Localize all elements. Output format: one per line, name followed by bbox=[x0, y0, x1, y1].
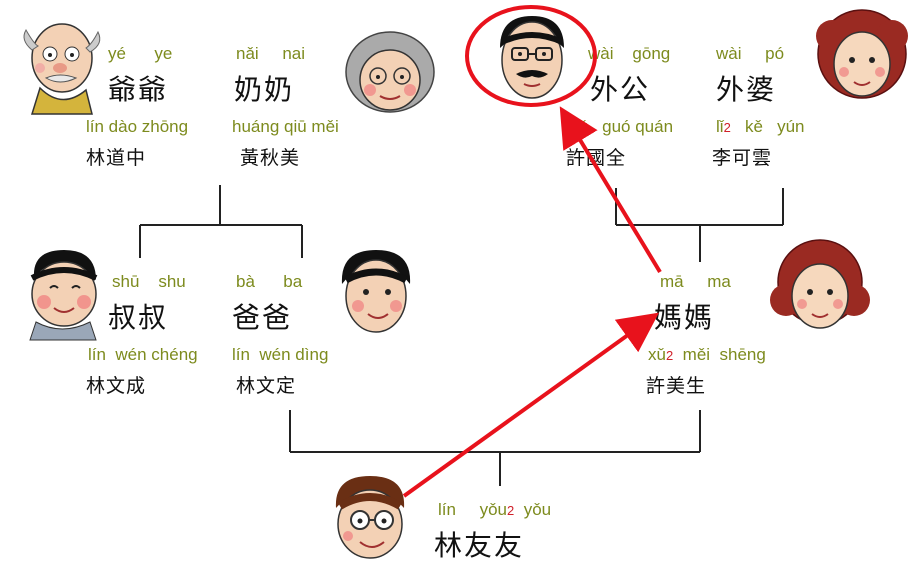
uncle-pinyin-2: shu bbox=[158, 272, 186, 291]
father-pinyin-1: bà bbox=[236, 272, 255, 291]
grandmother-title: 奶奶 bbox=[234, 73, 295, 106]
mother-title: 媽媽 bbox=[654, 301, 715, 334]
maternal-grandmother-name-pinyin-2: kě yún bbox=[744, 117, 805, 136]
mother-name-pinyin-2: měi shēng bbox=[682, 345, 766, 364]
grandfather-name-pinyin: lín dào zhōng bbox=[86, 117, 189, 136]
mother-name-tone: 2 bbox=[665, 348, 674, 363]
uncle-name-pinyin: lín wén chéng bbox=[88, 345, 198, 364]
father-face-icon bbox=[341, 250, 411, 333]
uncle-pinyin-1: shū bbox=[112, 272, 140, 291]
highlight-circle bbox=[465, 5, 597, 107]
child-face-icon bbox=[335, 476, 405, 559]
grandmother-pinyin-2: nai bbox=[282, 44, 305, 63]
maternal-grandfather-name-pinyin-2: guó quán bbox=[602, 117, 674, 136]
child-pinyin-tone: 2 bbox=[507, 503, 515, 518]
uncle-title: 叔叔 bbox=[108, 301, 169, 334]
grandfather-name: 林道中 bbox=[86, 147, 147, 169]
maternal-grandmother-name-tone: 2 bbox=[723, 120, 731, 135]
mother-name: 許美生 bbox=[646, 375, 707, 397]
maternal-grandfather-pinyin-2: gōng bbox=[632, 44, 671, 63]
uncle-name: 林文成 bbox=[86, 375, 147, 397]
maternal-grandmother-face-icon bbox=[816, 9, 908, 99]
maternal-grandmother-title: 外婆 bbox=[716, 73, 777, 106]
grandfather-title: 爺爺 bbox=[108, 73, 169, 106]
maternal-grandmother-pinyin-2: pó bbox=[765, 44, 785, 63]
maternal-grandmother-pinyin-1: wài bbox=[716, 44, 742, 63]
grandmother-face-icon bbox=[345, 31, 435, 113]
maternal-grandfather-name: 許國全 bbox=[566, 147, 627, 169]
father-title: 爸爸 bbox=[232, 301, 293, 334]
grandmother-pinyin-1: nǎi bbox=[236, 44, 259, 63]
father-name: 林文定 bbox=[236, 375, 297, 397]
maternal-grandmother-name-pinyin-1: lǐ bbox=[716, 117, 724, 136]
mother-face-icon bbox=[770, 239, 870, 329]
arrow-child-to-mother bbox=[402, 312, 659, 498]
uncle-face-icon bbox=[29, 250, 98, 341]
child-pinyin-2: yǒu bbox=[479, 500, 508, 519]
child-pinyin-1: lín bbox=[438, 500, 456, 519]
arrow-mother-to-maternal-grandfather bbox=[559, 106, 662, 274]
child-pinyin-3: yǒu bbox=[523, 500, 552, 519]
maternal-grandfather-face-icon bbox=[500, 16, 564, 99]
child-name: 林友友 bbox=[434, 529, 525, 562]
maternal-grandfather-title: 外公 bbox=[590, 73, 651, 106]
father-pinyin-2: ba bbox=[283, 272, 303, 291]
grandfather-pinyin-1: yé bbox=[108, 44, 126, 63]
father-name-pinyin: lín wén dìng bbox=[232, 345, 329, 364]
grandmother-name: 黃秋美 bbox=[240, 147, 301, 169]
grandfather-pinyin-2: ye bbox=[154, 44, 173, 63]
grandmother-name-pinyin: huáng qiū měi bbox=[232, 117, 339, 136]
maternal-grandmother-name: 李可雲 bbox=[712, 147, 773, 169]
mother-pinyin-1: mā bbox=[660, 272, 684, 291]
grandfather-face-icon bbox=[23, 23, 101, 115]
mother-pinyin-2: ma bbox=[707, 272, 731, 291]
